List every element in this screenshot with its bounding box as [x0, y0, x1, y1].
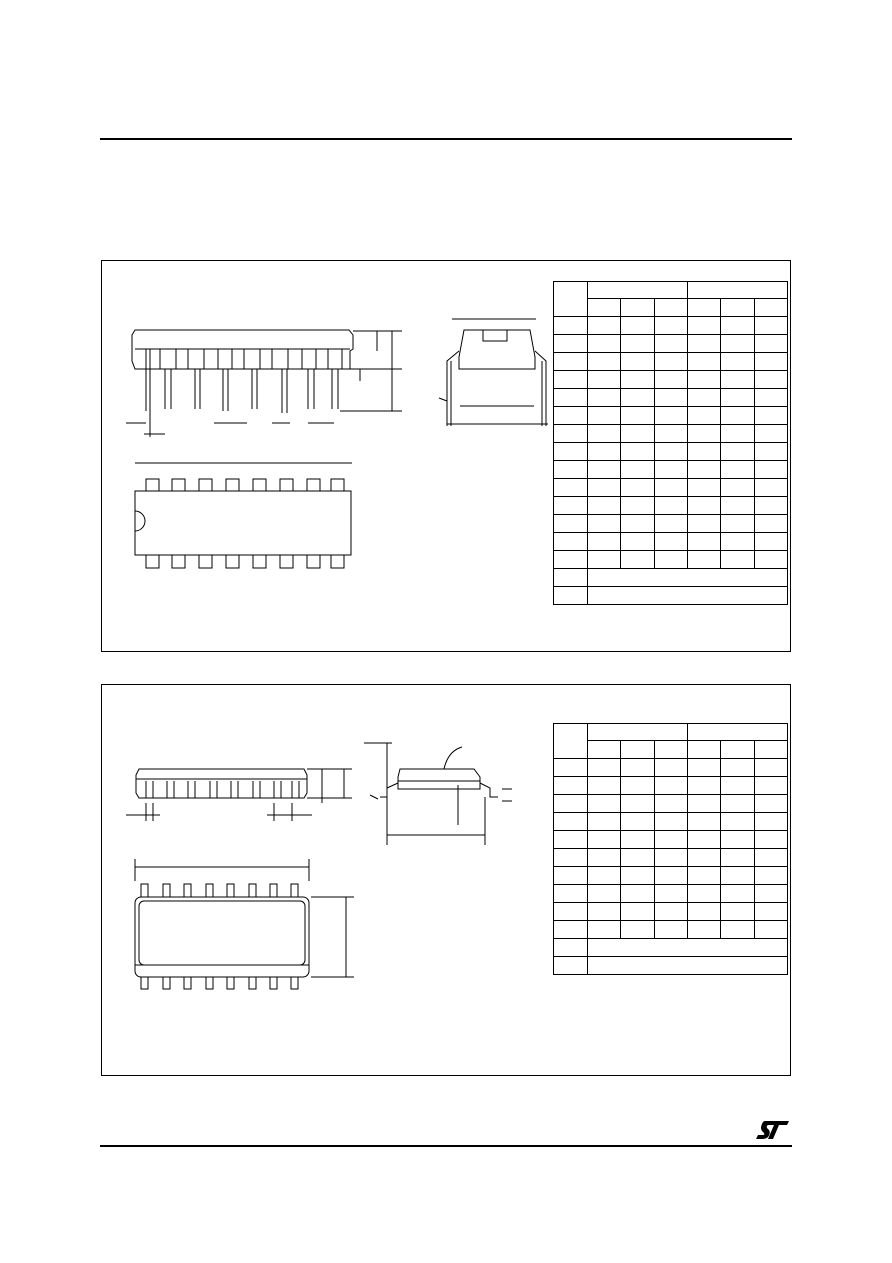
table-row [553, 370, 789, 389]
table-row [553, 550, 789, 569]
table-header-cell [686, 723, 789, 741]
dip-package-drawing [126, 318, 548, 569]
table-row-merged [553, 938, 788, 957]
table-row [553, 460, 789, 479]
so-package-panel [101, 684, 791, 1076]
table-header-cell [553, 723, 588, 759]
table-row [553, 316, 789, 335]
table-header-cell [620, 298, 655, 317]
table-header-cell [587, 723, 688, 741]
table-row [553, 388, 789, 407]
table-row [553, 830, 789, 849]
dip-end-view [438, 318, 548, 426]
table-row [553, 902, 789, 921]
table-header-cell [686, 740, 722, 759]
table-row [553, 776, 789, 795]
table-header-cell [720, 298, 755, 317]
table-row [553, 920, 789, 939]
table-header-cell [587, 281, 688, 299]
table-row [553, 884, 789, 903]
header-rule [100, 138, 792, 140]
table-row [553, 334, 789, 353]
table-header-cell [686, 298, 722, 317]
table-row-merged [553, 956, 788, 975]
st-logo-icon [756, 1121, 789, 1139]
table-row-merged [553, 586, 788, 605]
footer-rule [100, 1145, 792, 1147]
table-header-cell [620, 740, 655, 759]
so-side-view [126, 768, 352, 821]
so-package-drawing [126, 742, 512, 990]
table-header-cell [720, 740, 755, 759]
table-row [553, 496, 789, 515]
table-header-cell [586, 298, 622, 317]
dip-dimension-table [553, 281, 789, 605]
table-row [553, 514, 789, 533]
table-row [553, 406, 789, 425]
so-top-view [134, 859, 354, 990]
table-header-cell [753, 298, 789, 317]
dip-package-panel [101, 260, 791, 652]
table-header-cell [653, 740, 688, 759]
table-row [553, 352, 789, 371]
table-row [553, 424, 789, 443]
table-row [553, 866, 789, 885]
table-row [553, 794, 789, 813]
table-row [553, 758, 789, 777]
table-header-cell [686, 281, 789, 299]
table-row [553, 532, 789, 551]
table-header-cell [653, 298, 688, 317]
table-row [553, 812, 789, 831]
dip-side-view [126, 329, 402, 437]
table-header-cell [753, 740, 789, 759]
table-row [553, 442, 789, 461]
so-end-view [364, 742, 512, 845]
table-row-merged [553, 568, 788, 587]
dip-top-view [134, 462, 352, 569]
so-dimension-table [553, 723, 789, 975]
table-header-cell [586, 740, 622, 759]
table-row [553, 848, 789, 867]
table-header-cell [553, 281, 588, 317]
table-row [553, 478, 789, 497]
